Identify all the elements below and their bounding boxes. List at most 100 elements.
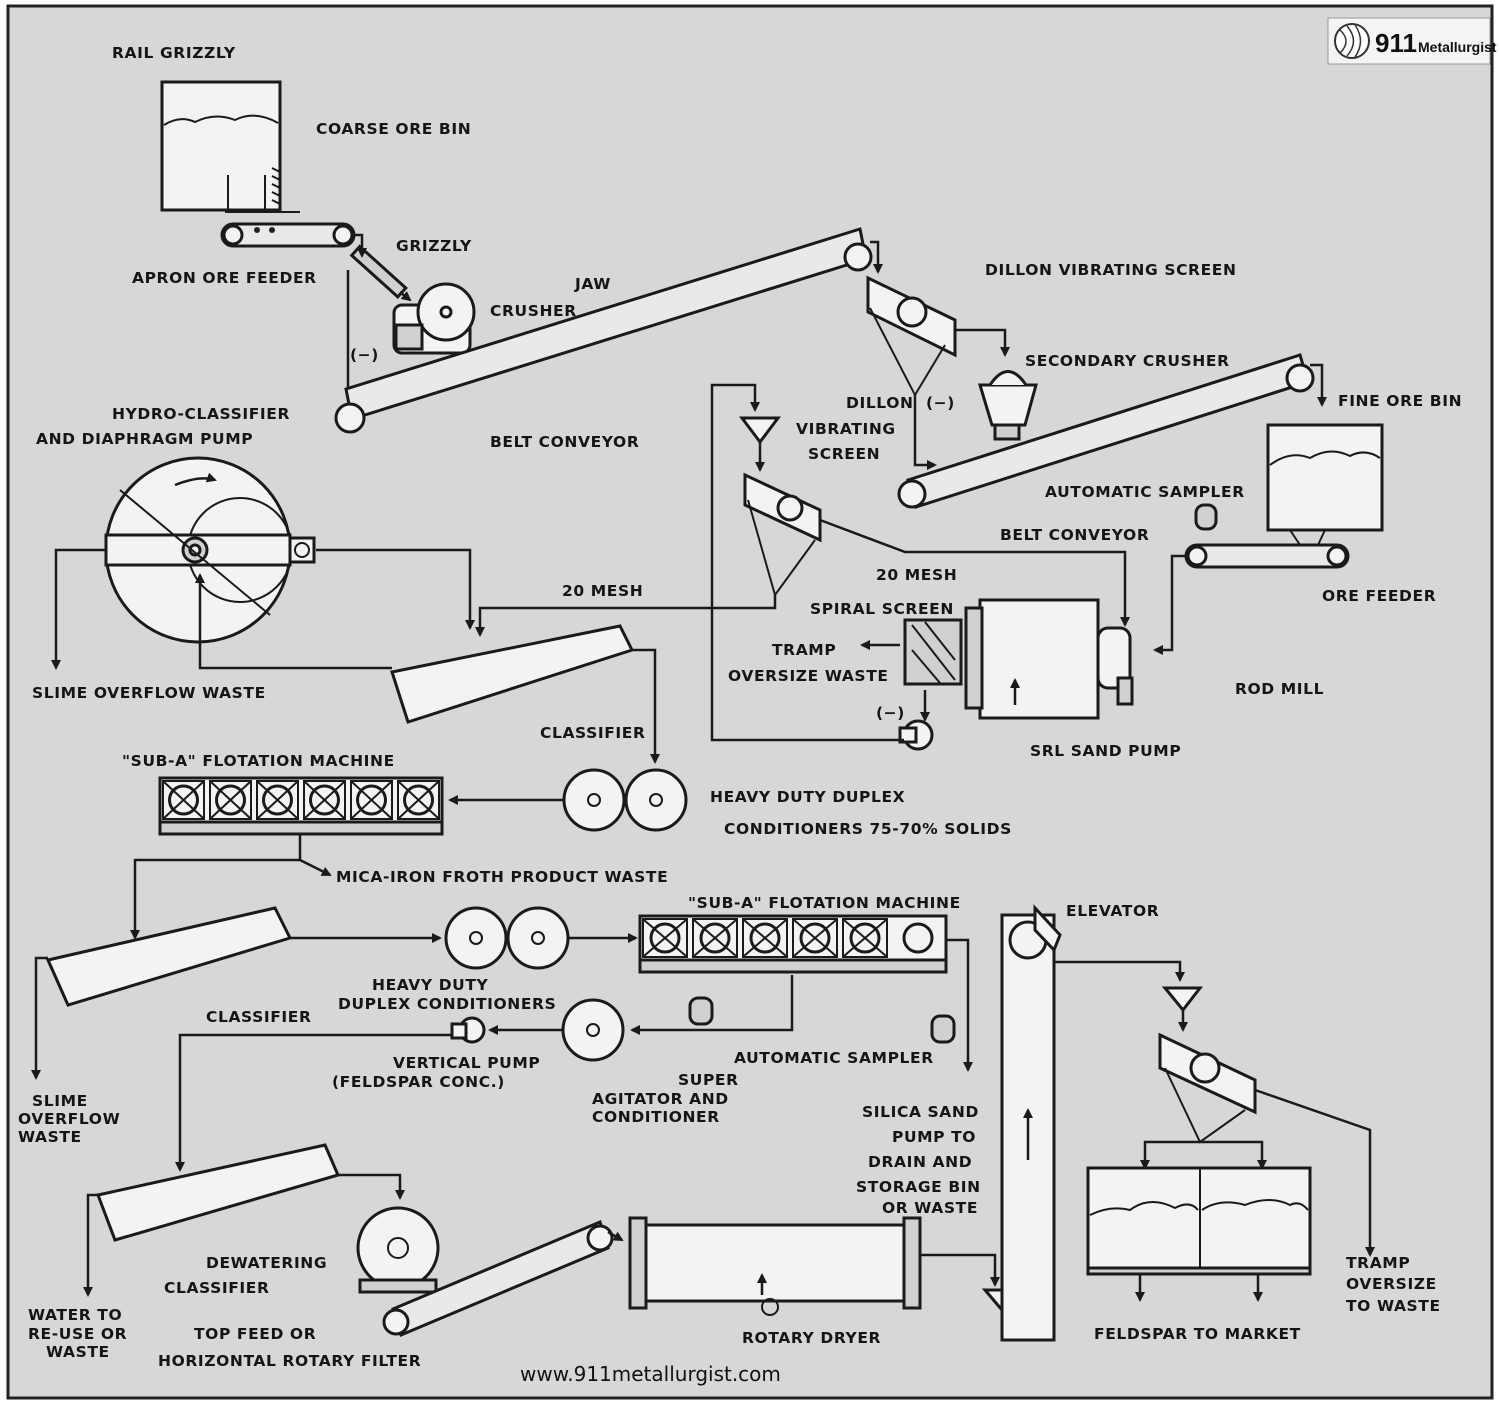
label-heavy-duty-duplex: HEAVY DUTY DUPLEX [710, 788, 905, 806]
duplex-conditioners-2 [444, 906, 570, 970]
flotation-motor [902, 922, 934, 954]
label-rod-mill: ROD MILL [1235, 680, 1324, 698]
label-mica-iron: MICA-IRON FROTH PRODUCT WASTE [336, 868, 668, 886]
feldspar-conc-flow [175, 1033, 452, 1172]
label-slime-overflow-waste-1: SLIME OVERFLOW WASTE [32, 684, 266, 702]
belt-to-fine-bin-flow [1310, 363, 1327, 407]
label-oversize-2: OVERSIZE [1346, 1275, 1437, 1293]
flotation-cell [642, 918, 688, 958]
label-waste-1: WASTE [18, 1128, 82, 1146]
label-tramp-2: TRAMP [1346, 1254, 1410, 1272]
label-minus-1: (−) [350, 346, 379, 364]
tramp-oversize-flow-2 [1254, 1088, 1375, 1257]
vertical-pump [450, 1016, 486, 1044]
label-vibrating: VIBRATING [796, 420, 896, 438]
website-url: www.911metallurgist.com [520, 1362, 781, 1386]
label-conditioner: CONDITIONER [592, 1108, 720, 1126]
dillon-vibrating-screen-mid [743, 472, 822, 598]
label-sub-a-2: "SUB-A" FLOTATION MACHINE [688, 894, 961, 912]
ore-feeder-to-mill-flow [1153, 554, 1186, 655]
flotation-cell [303, 780, 346, 820]
slime-overflow-flow-2 [31, 956, 48, 1080]
label-drain-and: DRAIN AND [868, 1153, 972, 1171]
label-overflow: OVERFLOW [18, 1110, 120, 1128]
super-agitator [561, 998, 625, 1062]
rod-mill [964, 598, 1134, 720]
apron-ore-feeder [220, 211, 356, 248]
label-and-diaphragm-pump: AND DIAPHRAGM PUMP [36, 430, 253, 448]
jaw-crusher [392, 282, 476, 355]
secondary-crusher [977, 370, 1038, 441]
label-jaw: JAW [574, 275, 611, 293]
logo-word: Metallurgist [1418, 39, 1497, 55]
label-silica-sand: SILICA SAND [862, 1103, 979, 1121]
label-classifier-3: CLASSIFIER [164, 1279, 270, 1297]
label-grizzly: GRIZZLY [396, 237, 472, 255]
label-feldspar-conc: (FELDSPAR CONC.) [332, 1073, 505, 1091]
hydro-classifier [104, 456, 316, 644]
label-sub-a-1: "SUB-A" FLOTATION MACHINE [122, 752, 395, 770]
flotation-cell-cross [351, 781, 392, 819]
flotation-cell [162, 780, 205, 820]
flotation-cell-cross [163, 781, 204, 819]
label-rail-grizzly: RAIL GRIZZLY [112, 44, 236, 62]
flotation-cell [842, 918, 888, 958]
dryer-to-elevator-flow [920, 1253, 1000, 1287]
label-duplex-conditioners: DUPLEX CONDITIONERS [338, 995, 556, 1013]
flotation-cell [209, 780, 252, 820]
label-horizontal-rotary-filter: HORIZONTAL ROTARY FILTER [158, 1352, 421, 1370]
slime-overflow-flow-1 [51, 548, 106, 670]
label-ore-feeder: ORE FEEDER [1322, 587, 1436, 605]
fine-ore-bin [1266, 423, 1384, 532]
label-spiral-screen: SPIRAL SCREEN [810, 600, 954, 618]
rotary-filter [356, 1206, 440, 1294]
flotation-cell-cross [743, 919, 787, 957]
label-to-waste: TO WASTE [1346, 1297, 1441, 1315]
froth-waste-flow [299, 858, 332, 877]
elevator-to-screen-flow [1054, 960, 1185, 982]
water-reuse-flow [83, 1193, 98, 1297]
flotation-cell-cross [643, 919, 687, 957]
logo-number: 911 [1375, 28, 1417, 58]
label-hydro-classifier: HYDRO-CLASSIFIER [112, 405, 290, 423]
srl-sand-pump [898, 719, 934, 751]
flotation-cell [397, 780, 440, 820]
duplex-conditioners-1 [562, 768, 688, 832]
belt-conveyor-fine [897, 353, 1315, 509]
flotation-cell [256, 780, 299, 820]
label-crusher: CRUSHER [490, 302, 577, 320]
distributor-cone-2 [1161, 986, 1204, 1013]
label-belt-conveyor-2: BELT CONVEYOR [1000, 526, 1149, 544]
label-tramp: TRAMP [772, 641, 836, 659]
label-automatic-sampler-1: AUTOMATIC SAMPLER [1045, 483, 1245, 501]
flotation-cell [350, 780, 393, 820]
label-dewatering: DEWATERING [206, 1254, 327, 1272]
label-heavy-duty-2: HEAVY DUTY [372, 976, 489, 994]
label-dillon: DILLON [846, 394, 914, 412]
classifier-to-hydro-flow [195, 573, 392, 670]
flotation-cell-cross [843, 919, 887, 957]
sub-a-flotation-2 [638, 914, 948, 974]
label-top-feed-or: TOP FEED OR [194, 1325, 316, 1343]
flotation-cell-cross [693, 919, 737, 957]
oversize-to-mill-flow [819, 518, 1130, 627]
flotation-cell-cross [398, 781, 439, 819]
label-coarse-ore-bin: COARSE ORE BIN [316, 120, 471, 138]
label-minus-3: (−) [876, 704, 905, 722]
sub-a-flotation-1 [158, 776, 444, 836]
undersize-to-belt-flow [913, 395, 937, 470]
automatic-sampler-right [930, 1014, 956, 1044]
label-agitator-and: AGITATOR AND [592, 1090, 729, 1108]
feldspar-bins [1086, 1166, 1312, 1276]
label-super: SUPER [678, 1071, 739, 1089]
spiral-screen [903, 618, 963, 686]
conveyor-to-screen-flow [870, 240, 883, 274]
label-dillon-vibrating-screen: DILLON VIBRATING SCREEN [985, 261, 1237, 279]
label-water-to: WATER TO [28, 1306, 122, 1324]
label-pump-to: PUMP TO [892, 1128, 976, 1146]
flotation-to-agitator-flow [630, 975, 794, 1035]
feeder-to-grizzly-flow [354, 233, 367, 258]
flotation-tails-flow [130, 835, 302, 940]
flotation-cell [692, 918, 738, 958]
